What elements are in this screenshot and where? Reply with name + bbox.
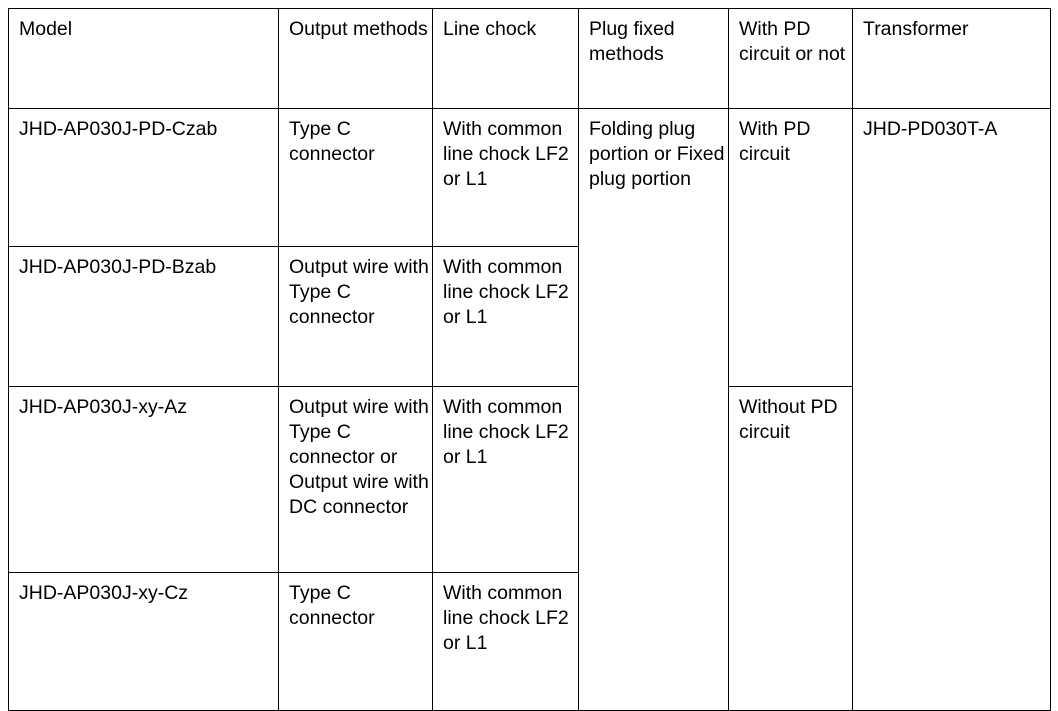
page-root: Model Output methods Line chock Plug fix… [8,8,1051,711]
cell-without-pd-circuit-merged: Without PD circuit [728,386,853,711]
cell-transformer-merged: JHD-PD030T-A [852,108,1051,711]
model-specification-table: Model Output methods Line chock Plug fix… [8,8,1051,711]
cell-output-methods: Type C connector [278,572,433,711]
table-header-row: Model Output methods Line chock Plug fix… [8,8,1051,109]
column-header-plug-fixed-methods: Plug fixed methods [578,8,729,109]
column-header-output-methods: Output methods [278,8,433,109]
cell-line-chock: With common line chock LF2 or L1 [432,572,579,711]
cell-output-methods: Output wire with Type C connector [278,246,433,387]
cell-line-chock: With common line chock LF2 or L1 [432,246,579,387]
column-header-with-pd-circuit-or-not: With PD circuit or not [728,8,853,109]
column-header-model: Model [8,8,279,109]
column-header-line-chock: Line chock [432,8,579,109]
cell-model: JHD-AP030J-PD-Czab [8,108,279,247]
cell-with-pd-circuit-merged: With PD circuit [728,108,853,387]
column-header-transformer: Transformer [852,8,1051,109]
cell-line-chock: With common line chock LF2 or L1 [432,108,579,247]
cell-model: JHD-AP030J-PD-Bzab [8,246,279,387]
cell-line-chock: With common line chock LF2 or L1 [432,386,579,573]
cell-output-methods: Output wire with Type C connector or Out… [278,386,433,573]
cell-model: JHD-AP030J-xy-Cz [8,572,279,711]
cell-plug-fixed-methods-merged: Folding plug portion or Fixed plug porti… [578,108,729,711]
cell-output-methods: Type C connector [278,108,433,247]
table-row: JHD-AP030J-xy-Az Output wire with Type C… [8,386,1051,711]
table-row: JHD-AP030J-PD-Czab Type C connector With… [8,108,1051,711]
table-row: JHD-AP030J-PD-Bzab Output wire with Type… [8,246,1051,387]
cell-model: JHD-AP030J-xy-Az [8,386,279,573]
